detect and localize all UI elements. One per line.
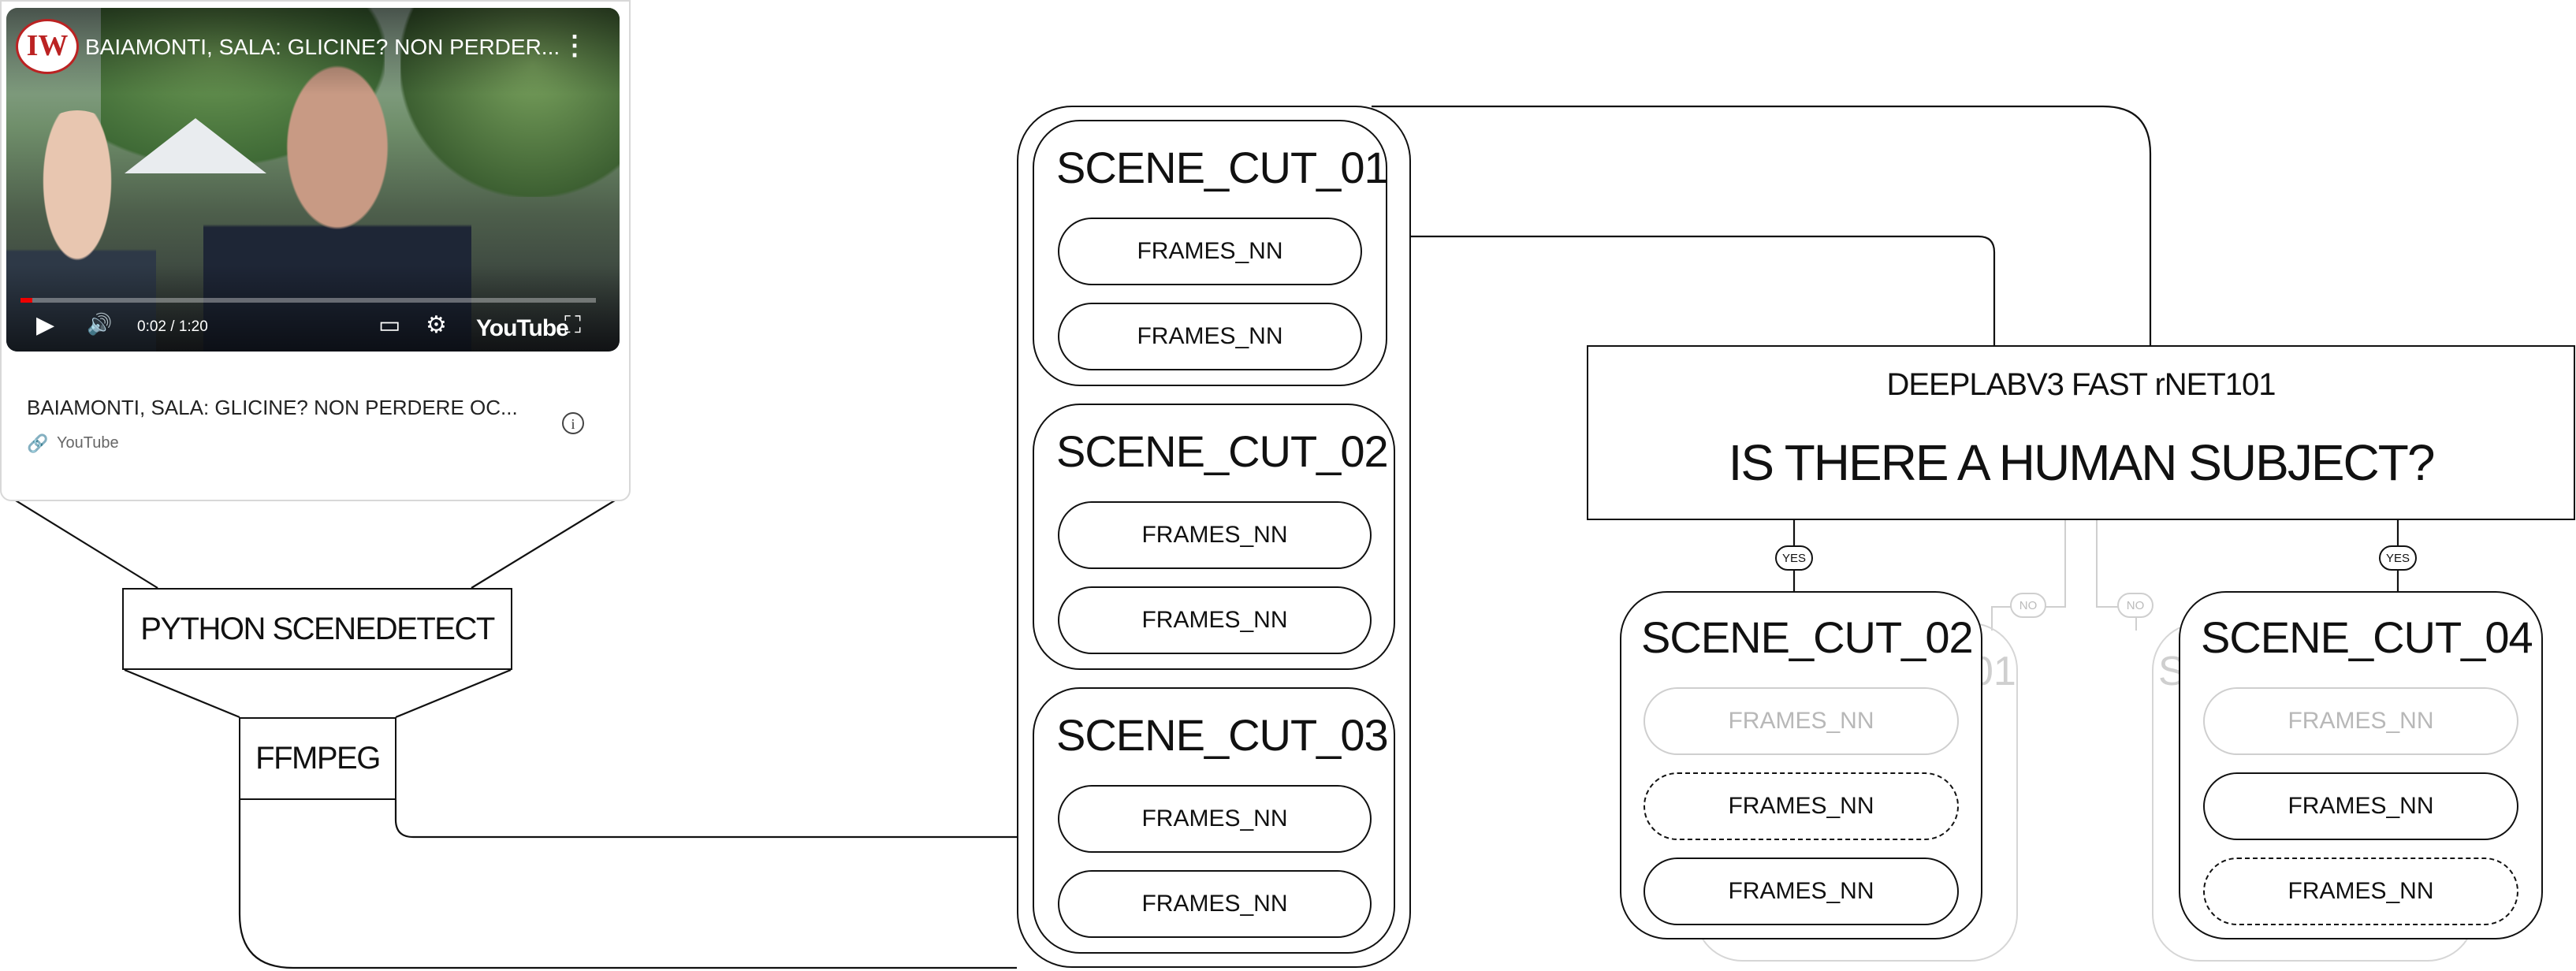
frames-pill: FRAMES_NN (1058, 586, 1372, 654)
stack-to-classifier-outer (1372, 105, 2152, 345)
yes-badge-right: YES (2379, 545, 2417, 571)
stack-to-classifier-inner (1411, 235, 1996, 345)
funnel2-line-right (395, 668, 512, 719)
frames-pill: FRAMES_NN (1058, 870, 1372, 938)
no-right-line (2096, 520, 2137, 631)
classifier-box (1587, 345, 2575, 520)
play-icon[interactable]: ▶ (36, 312, 55, 338)
frames-pill-dashed: FRAMES_NN (2203, 858, 2518, 925)
progress-track[interactable] (20, 298, 596, 303)
funnel-line-right (471, 491, 630, 589)
ffmpeg-bottom-line (238, 800, 1017, 969)
funnel2-line-left (124, 668, 240, 719)
frames-pill: FRAMES_NN (1058, 218, 1362, 285)
scene-title-02: SCENE_CUT_02 (1056, 426, 1389, 476)
fullscreen-icon[interactable]: ⛶ (564, 312, 581, 338)
funnel-line-left (1, 491, 158, 589)
time-display: 0:02 / 1:20 (137, 318, 208, 335)
frames-pill: FRAMES_NN (1644, 858, 1959, 925)
video-title[interactable]: BAIAMONTI, SALA: GLICINE? NON PERDER... (85, 35, 558, 59)
scenedetect-label: PYTHON SCENEDETECT (140, 611, 495, 646)
video-source[interactable]: YouTube (57, 434, 119, 452)
progress-fill (20, 298, 32, 303)
scene-title-03: SCENE_CUT_03 (1056, 710, 1389, 760)
frames-pill-faint: FRAMES_NN (1644, 687, 1959, 755)
video-caption[interactable]: BAIAMONTI, SALA: GLICINE? NON PERDERE OC… (27, 396, 518, 419)
ffmpeg-label: FFMPEG (255, 741, 381, 776)
video-player[interactable] (6, 8, 620, 352)
frames-pill: FRAMES_NN (1058, 501, 1372, 569)
classifier-question: IS THERE A HUMAN SUBJECT? (1728, 434, 2436, 491)
result-title-right: SCENE_CUT_04 (2201, 612, 2533, 662)
link-icon: 🔗 (27, 433, 49, 453)
no-badge-left: NO (2010, 593, 2046, 618)
scene-title-01: SCENE_CUT_01 (1056, 143, 1389, 192)
frames-pill-dashed: FRAMES_NN (1644, 772, 1959, 840)
yes-badge-left: YES (1775, 545, 1813, 571)
frames-pill: FRAMES_NN (2203, 772, 2518, 840)
subtitles-icon[interactable]: ▭ (378, 312, 401, 338)
info-icon[interactable]: i (562, 412, 584, 434)
ffmpeg-to-scenes-line (394, 800, 1017, 839)
scenedetect-box: PYTHON SCENEDETECT (122, 588, 512, 670)
result-title-left: SCENE_CUT_02 (1641, 612, 1974, 662)
classifier-model: DEEPLABV3 FAST rNET101 (1886, 367, 2276, 402)
volume-icon[interactable]: 🔊 (87, 312, 113, 336)
ffmpeg-box: FFMPEG (239, 717, 396, 800)
more-options-icon[interactable]: ⋮ (561, 31, 588, 61)
youtube-logo[interactable]: YouTube (476, 315, 569, 341)
channel-logo[interactable]: IW (16, 19, 79, 74)
no-badge-right: NO (2117, 593, 2153, 618)
frames-pill-faint: FRAMES_NN (2203, 687, 2518, 755)
frames-pill: FRAMES_NN (1058, 785, 1372, 853)
frames-pill: FRAMES_NN (1058, 303, 1362, 370)
settings-icon[interactable]: ⚙ (426, 312, 447, 338)
